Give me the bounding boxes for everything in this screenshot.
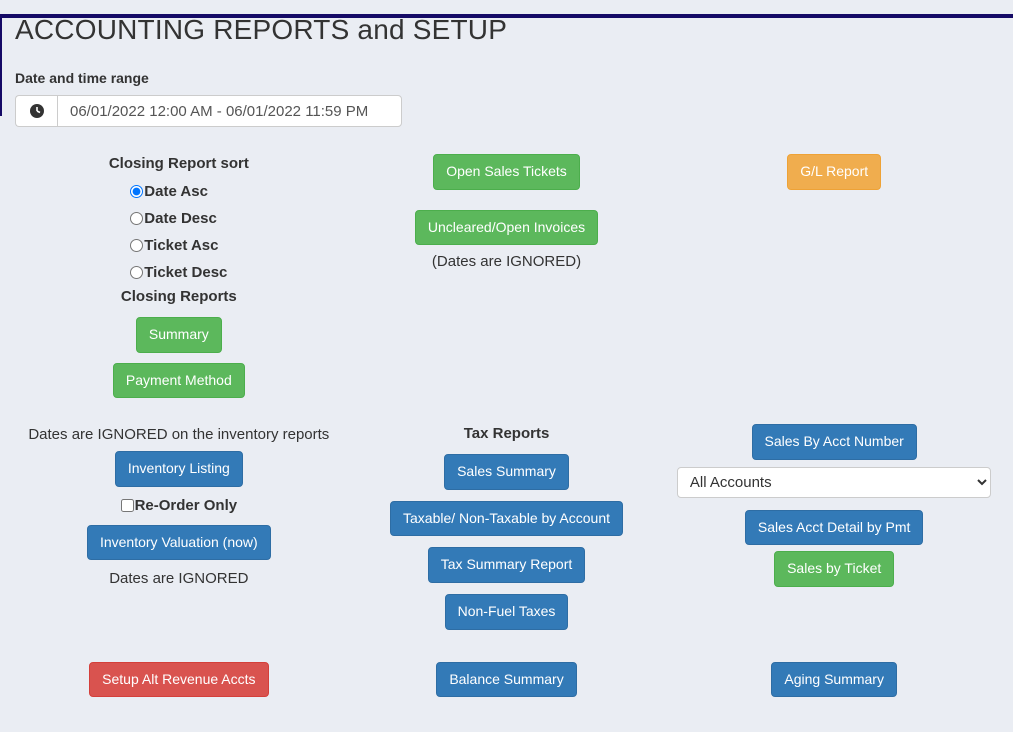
radio-ticket-desc[interactable]: Ticket Desc (130, 259, 227, 286)
radio-date-desc-input[interactable] (130, 212, 144, 225)
taxable-nontaxable-button[interactable]: Taxable/ Non-Taxable by Account (390, 500, 624, 537)
sales-acct-detail-button[interactable]: Sales Acct Detail by Pmt (744, 509, 924, 546)
radio-ticket-asc[interactable]: Ticket Asc (130, 232, 227, 259)
radio-ticket-desc-input[interactable] (130, 266, 144, 279)
column-tax-reports: Tax Reports Sales Summary Taxable/ Non-T… (343, 424, 671, 630)
column-invoices: Open Sales Tickets Uncleared/Open Invoic… (343, 154, 671, 398)
radio-date-desc[interactable]: Date Desc (130, 205, 227, 232)
radio-ticket-asc-label: Ticket Asc (144, 237, 219, 254)
uncleared-open-invoices-button[interactable]: Uncleared/Open Invoices (414, 209, 599, 246)
column-setup: Setup Alt Revenue Accts (15, 661, 343, 698)
page-container: ACCOUNTING REPORTS and SETUP Date and ti… (0, 14, 1013, 698)
open-sales-tickets-button[interactable]: Open Sales Tickets (433, 154, 580, 190)
non-fuel-taxes-button[interactable]: Non-Fuel Taxes (444, 593, 569, 630)
aging-summary-button[interactable]: Aging Summary (771, 661, 897, 698)
reorder-only-row[interactable]: Re-Order Only (120, 496, 238, 514)
dates-ignored-note: (Dates are IGNORED) (431, 253, 582, 271)
inventory-listing-button[interactable]: Inventory Listing (114, 451, 243, 487)
radio-ticket-desc-label: Ticket Desc (144, 264, 228, 281)
balance-summary-button[interactable]: Balance Summary (436, 661, 577, 698)
radio-date-asc[interactable]: Date Asc (130, 178, 227, 205)
column-aging: Aging Summary (670, 661, 998, 698)
gl-report-button[interactable]: G/L Report (787, 154, 882, 190)
page-title: ACCOUNTING REPORTS and SETUP (15, 14, 508, 45)
summary-button[interactable]: Summary (135, 317, 222, 353)
valuation-dates-ignored-note: Dates are IGNORED (109, 570, 249, 588)
sales-by-ticket-button[interactable]: Sales by Ticket (774, 551, 895, 587)
datetime-range-group (15, 95, 402, 127)
reorder-only-checkbox[interactable] (120, 498, 134, 512)
reorder-only-label: Re-Order Only (134, 496, 238, 514)
closing-sort-radio-group: Date Asc Date Desc Ticket Asc Ticket Des… (130, 178, 227, 286)
accounts-select[interactable]: All Accounts (676, 466, 992, 498)
datetime-range-input[interactable] (57, 95, 402, 127)
setup-alt-revenue-button[interactable]: Setup Alt Revenue Accts (89, 661, 269, 698)
radio-date-asc-input[interactable] (130, 185, 144, 198)
tax-summary-report-button[interactable]: Tax Summary Report (427, 547, 586, 583)
radio-date-desc-label: Date Desc (144, 210, 217, 227)
sales-by-acct-number-button[interactable]: Sales By Acct Number (751, 424, 917, 460)
payment-method-button[interactable]: Payment Method (112, 362, 245, 399)
sales-summary-button[interactable]: Sales Summary (444, 454, 569, 490)
inventory-valuation-button[interactable]: Inventory Valuation (now) (86, 524, 271, 561)
radio-date-asc-label: Date Asc (144, 183, 208, 200)
left-edge-bar (0, 14, 2, 116)
closing-report-sort-title: Closing Report sort (108, 155, 249, 172)
datetime-range-label: Date and time range (15, 70, 149, 86)
top-border-bar (0, 14, 1013, 18)
datetime-picker-addon[interactable] (15, 95, 57, 127)
column-inventory: Dates are IGNORED on the inventory repor… (15, 424, 343, 629)
tax-reports-title: Tax Reports (463, 425, 550, 443)
column-closing: Closing Report sort Date Asc Date Desc T… (15, 154, 343, 399)
radio-ticket-asc-input[interactable] (130, 239, 144, 252)
inventory-dates-note: Dates are IGNORED on the inventory repor… (28, 426, 330, 444)
column-balance: Balance Summary (343, 661, 671, 698)
row-closing-reports: Closing Report sort Date Asc Date Desc T… (15, 154, 998, 399)
row-inventory-tax-sales: Dates are IGNORED on the inventory repor… (15, 424, 998, 630)
clock-icon (29, 104, 44, 118)
row-bottom-actions: Setup Alt Revenue Accts Balance Summary … (15, 661, 998, 698)
column-gl: G/L Report (670, 154, 998, 398)
column-sales-accounts: Sales By Acct Number All Accounts Sales … (670, 424, 998, 629)
closing-reports-title: Closing Reports (120, 288, 237, 305)
